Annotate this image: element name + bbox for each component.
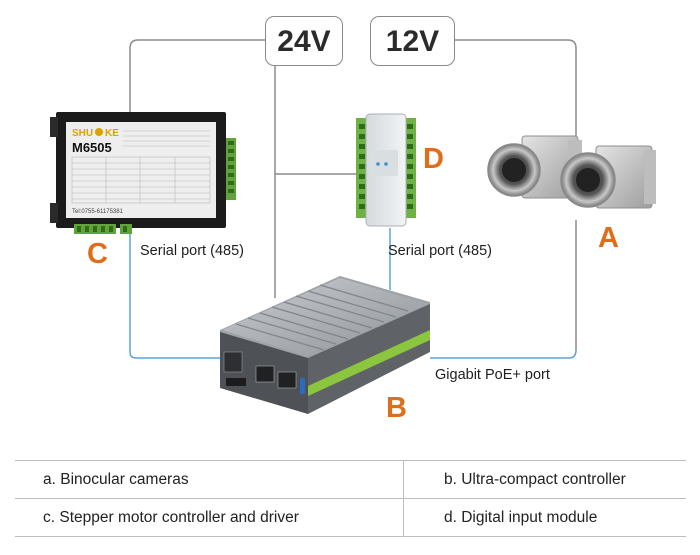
digital-input-module-image bbox=[356, 113, 416, 227]
driver-model: M6505 bbox=[72, 140, 112, 155]
port-label-middle: Serial port (485) bbox=[388, 243, 492, 259]
legend-row: c. Stepper motor controller and driver d… bbox=[15, 498, 686, 537]
label-a: A bbox=[598, 222, 619, 254]
port-label-bottom: Gigabit PoE+ port bbox=[435, 367, 550, 383]
label-c: C bbox=[87, 238, 108, 270]
legend-table: a. Binocular cameras b. Ultra-compact co… bbox=[15, 460, 686, 537]
label-b: B bbox=[386, 392, 407, 424]
driver-footer: Tel:0755-61175381 bbox=[72, 209, 124, 215]
driver-brand-right: KE bbox=[105, 128, 119, 139]
diagram-graphics: SHU KE M6505 Tel:0755-6117 bbox=[50, 39, 656, 414]
voltage-24v-label: 24V bbox=[277, 25, 331, 58]
voltage-12v-box: 12V bbox=[370, 16, 455, 66]
signal-wiring bbox=[129, 228, 577, 359]
voltage-24v-box: 24V bbox=[265, 16, 343, 66]
system-diagram: SHU KE M6505 Tel:0755-6117 bbox=[50, 16, 656, 424]
legend-cell: c. Stepper motor controller and driver bbox=[15, 498, 404, 537]
stepper-driver-image: SHU KE M6505 Tel:0755-6117 bbox=[50, 112, 236, 234]
power-wiring bbox=[129, 39, 577, 350]
port-label-left: Serial port (485) bbox=[140, 243, 244, 259]
driver-brand-left: SHU bbox=[72, 128, 93, 139]
legend-cell: a. Binocular cameras bbox=[15, 460, 404, 499]
controller-image bbox=[220, 276, 430, 414]
voltage-12v-label: 12V bbox=[385, 25, 440, 58]
legend-cell: b. Ultra-compact controller bbox=[403, 460, 686, 499]
legend-row: a. Binocular cameras b. Ultra-compact co… bbox=[15, 460, 686, 499]
legend-cell: d. Digital input module bbox=[403, 498, 686, 537]
label-d: D bbox=[423, 143, 444, 175]
binocular-cameras-image bbox=[487, 135, 656, 209]
